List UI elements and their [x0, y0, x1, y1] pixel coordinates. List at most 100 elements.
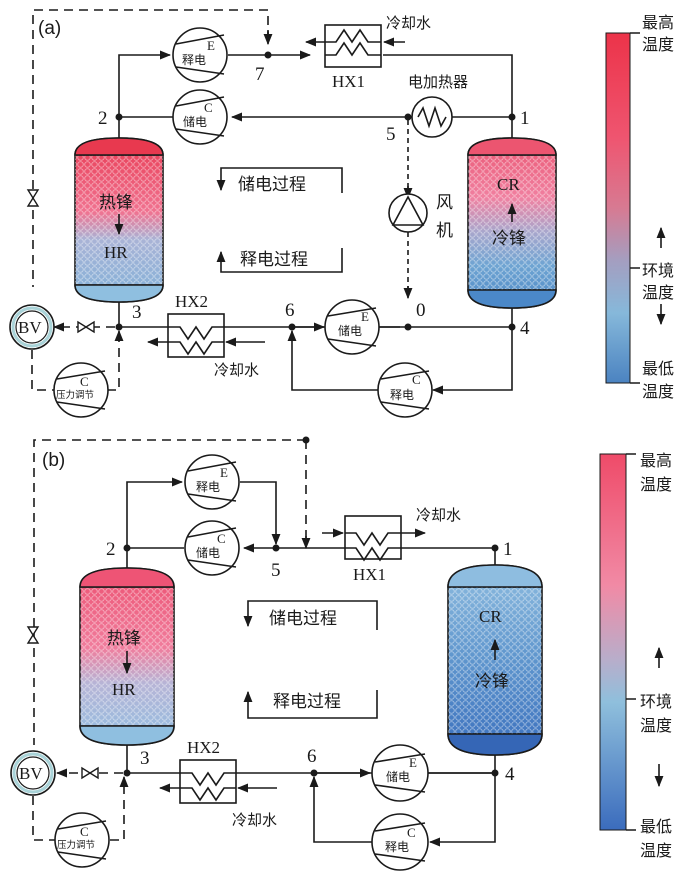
svg-text:温度: 温度	[642, 382, 674, 401]
node-5	[404, 113, 412, 121]
heater-label: 电加热器	[408, 73, 468, 91]
node-2	[115, 113, 123, 121]
svg-text:最低: 最低	[640, 817, 672, 836]
svg-text:E: E	[361, 309, 369, 324]
node-1-label: 1	[520, 108, 530, 129]
valve-icon[interactable]	[26, 626, 40, 644]
valve-icon[interactable]	[81, 766, 99, 780]
pressure-regulation-compressor-b[interactable]: C 压力调节	[54, 812, 110, 868]
node-2-label: 2	[98, 108, 108, 129]
svg-text:E: E	[220, 465, 228, 480]
compressor-charge-top[interactable]: C 储电	[172, 89, 228, 145]
electric-heater[interactable]	[411, 96, 453, 138]
cold-reservoir-b[interactable]: CR 冷锋	[447, 564, 543, 756]
panel-b: (b) 5 2 1 E 释电 C 储电	[10, 436, 672, 871]
node-2	[123, 544, 131, 552]
svg-text:压力调节: 压力调节	[57, 839, 95, 851]
temperature-legend-a: 最高 温度 环境 温度 最低 温度	[605, 13, 674, 401]
svg-text:最低: 最低	[642, 359, 674, 378]
valve-icon[interactable]	[77, 320, 95, 334]
svg-text:最高: 最高	[642, 13, 674, 32]
dashed-control-line	[33, 439, 306, 745]
svg-text:温度: 温度	[642, 35, 674, 54]
svg-text:最高: 最高	[640, 451, 672, 470]
valve-icon[interactable]	[26, 189, 40, 207]
svg-text:储电过程: 储电过程	[269, 609, 337, 629]
node-5-label: 5	[271, 560, 281, 581]
hx1-cooling-water-label: 冷却水	[386, 14, 431, 32]
hot-reservoir-a[interactable]: 热锋 HR	[74, 137, 164, 303]
node-2-label: 2	[106, 539, 116, 560]
node-1-label: 1	[503, 539, 513, 560]
heat-exchanger-hx2-a[interactable]	[167, 313, 225, 358]
svg-text:储电: 储电	[338, 323, 362, 338]
hx2-cooling-water-label: 冷却水	[214, 361, 259, 379]
fan[interactable]	[388, 193, 428, 233]
svg-text:温度: 温度	[640, 475, 672, 494]
svg-text:温度: 温度	[640, 841, 672, 860]
discharge-process-indicator-a: 释电过程	[216, 248, 343, 273]
panel-b-label: (b)	[42, 450, 65, 471]
svg-text:释电过程: 释电过程	[273, 692, 341, 712]
node-5-label: 5	[386, 124, 396, 145]
hx2-label: HX2	[187, 738, 220, 757]
svg-text:C: C	[204, 100, 213, 115]
discharge-process-indicator-b: 释电过程	[243, 690, 378, 719]
cold-front-label: 冷锋	[475, 672, 509, 692]
node-7-label: 7	[255, 64, 265, 85]
svg-text:环境: 环境	[640, 692, 672, 711]
svg-text:温度: 温度	[640, 716, 672, 735]
svg-text:E: E	[207, 38, 215, 53]
fan-label-2: 机	[436, 221, 453, 241]
node-3	[123, 769, 131, 777]
buffer-vessel-bv-b[interactable]: BV	[10, 750, 56, 796]
compressor-discharge-bottom[interactable]: C 释电	[377, 362, 433, 418]
node-6-label: 6	[285, 300, 295, 321]
svg-text:C: C	[412, 372, 421, 387]
charge-process-indicator-b: 储电过程	[243, 600, 378, 630]
svg-text:储电: 储电	[386, 769, 410, 784]
hot-front-label: 热锋	[107, 629, 141, 649]
heat-exchanger-hx1[interactable]	[324, 24, 382, 68]
temperature-legend-b: 最高 温度 环境 温度 最低 温度	[599, 451, 672, 860]
svg-text:温度: 温度	[642, 283, 674, 302]
svg-text:BV: BV	[19, 764, 43, 783]
cold-reservoir-label: CR	[479, 607, 502, 626]
node-4-label: 4	[520, 318, 530, 339]
hot-reservoir-b[interactable]: 热锋 HR	[79, 567, 175, 746]
pressure-regulation-compressor-a[interactable]: C 压力调节	[53, 362, 109, 418]
compressor-discharge-bottom[interactable]: C 释电	[371, 813, 429, 871]
svg-text:E: E	[409, 755, 417, 770]
hx1-label: HX1	[332, 72, 365, 91]
svg-text:储电: 储电	[183, 114, 207, 129]
expander-charge-bottom[interactable]: E 储电	[371, 744, 429, 802]
hx1-cooling-water-label: 冷却水	[416, 506, 461, 524]
svg-text:释电过程: 释电过程	[240, 250, 308, 270]
node-0-label: 0	[416, 300, 426, 321]
node-6-label: 6	[307, 746, 317, 767]
svg-text:释电: 释电	[182, 53, 206, 67]
cold-reservoir-label: CR	[497, 175, 520, 194]
hx2-cooling-water-label: 冷却水	[232, 811, 277, 829]
heat-exchanger-hx1-b[interactable]	[344, 515, 402, 562]
node-3-label: 3	[132, 302, 142, 323]
hot-reservoir-label: HR	[104, 243, 128, 262]
expander-charge-bottom[interactable]: E 储电	[324, 299, 380, 355]
svg-text:压力调节: 压力调节	[56, 389, 94, 401]
node-3-label: 3	[140, 748, 150, 769]
buffer-vessel-bv-a[interactable]: BV	[9, 304, 55, 350]
svg-text:储电: 储电	[196, 545, 220, 560]
panel-a: (a) 7 冷却水 HX1 电加热器	[9, 9, 674, 418]
svg-text:C: C	[407, 825, 416, 840]
heat-exchanger-hx2-b[interactable]	[179, 759, 237, 804]
cold-reservoir-a[interactable]: CR 冷锋	[467, 137, 557, 309]
svg-text:C: C	[80, 374, 89, 389]
compressor-charge-top[interactable]: C 储电	[184, 520, 240, 576]
svg-text:释电: 释电	[390, 388, 414, 402]
charge-process-indicator-a: 储电过程	[216, 167, 343, 195]
svg-text:BV: BV	[18, 318, 42, 337]
expander-discharge-top[interactable]: E 释电	[184, 454, 240, 510]
expander-discharge-top[interactable]: E 释电	[172, 27, 228, 83]
svg-text:C: C	[80, 824, 89, 839]
